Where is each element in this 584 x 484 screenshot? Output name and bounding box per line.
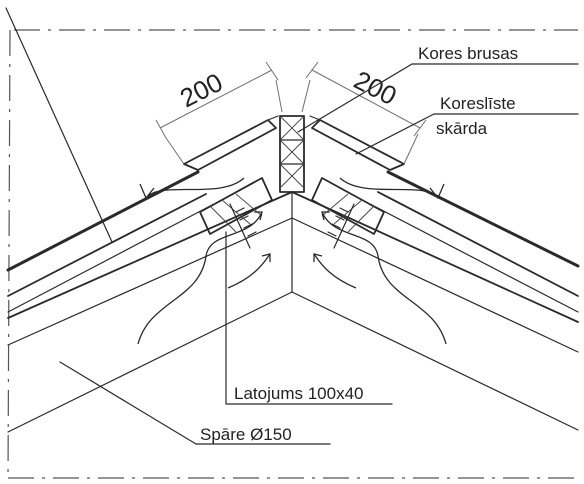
label-ridge-flashing-line1: Koreslīste: [440, 94, 516, 113]
dimension-left: [155, 61, 283, 165]
label-ridge-flashing-line2: skārda: [436, 119, 488, 138]
reference-line: [5, 7, 113, 243]
drawing-frame: [7, 29, 578, 479]
dimension-right-label: 200: [349, 65, 401, 111]
right-roof-slope: [291, 170, 580, 431]
right-batten: [311, 177, 385, 249]
ridge-flashing: [183, 115, 405, 171]
airflow-arrows: [137, 177, 447, 345]
leader-lines: [59, 63, 579, 445]
dimension-left-label: 200: [175, 67, 227, 113]
label-batten: Latojums 100x40: [234, 384, 363, 403]
left-roof-slope: [6, 170, 293, 433]
dimension-right: [301, 61, 427, 165]
ridge-beam: [279, 115, 305, 193]
label-ridge-beam: Kores brusas: [418, 44, 518, 63]
label-rafter: Spāre Ø150: [200, 425, 292, 444]
left-batten: [199, 177, 273, 249]
